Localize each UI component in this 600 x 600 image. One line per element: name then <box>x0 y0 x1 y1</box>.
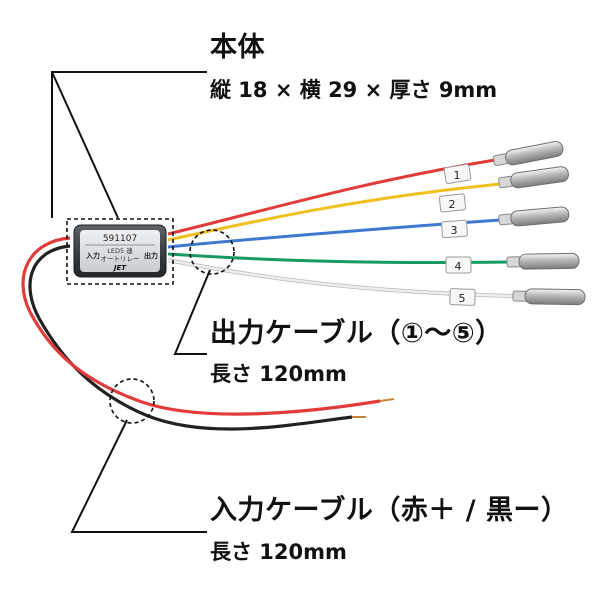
output-wire-2 <box>167 182 501 242</box>
wire-marker-5: 5 <box>449 288 476 306</box>
input-callout-title: 入力ケーブル（赤＋ / 黒ー） <box>210 495 569 526</box>
wire-number-2: 2 <box>449 198 456 211</box>
connectors <box>492 140 586 306</box>
input-wire-black <box>28 244 353 431</box>
body-callout-title: 本体 <box>210 32 265 63</box>
module-right-label: 出力 <box>144 251 158 260</box>
input-callout-line <box>70 419 207 533</box>
wire-marker-1: 1 <box>443 163 472 184</box>
input-cable-highlight <box>109 378 155 424</box>
body-callout-line-2 <box>51 71 119 219</box>
body-callout-line <box>51 71 207 218</box>
wire-number-1: 1 <box>454 169 461 182</box>
wire-number-5: 5 <box>459 292 466 305</box>
output-callout-title: 出力ケーブル（①〜⑤） <box>210 318 503 349</box>
input-wire-red <box>21 236 381 416</box>
input-wire-end-red <box>379 398 395 402</box>
wire-marker-4: 4 <box>445 256 472 274</box>
wire-number-4: 4 <box>455 260 462 273</box>
module-model: 591107 <box>103 234 137 244</box>
connector-1 <box>492 140 564 167</box>
module-label <box>80 230 160 272</box>
wire-markers: 1 2 3 4 5 <box>438 163 476 306</box>
connector-4 <box>506 252 580 270</box>
output-cable-highlight <box>189 229 235 275</box>
relay-module: 591107 入力 出力 LED5 連 オートリレー JET <box>66 218 174 285</box>
input-callout-subtitle: 長さ 120mm <box>210 540 347 564</box>
module-left-label: 入力 <box>85 251 100 260</box>
wire-marker-3: 3 <box>441 219 468 239</box>
connector-3 <box>498 206 570 227</box>
module-name-line-1: LED5 連 <box>107 246 133 255</box>
module-dashed-outline <box>66 218 174 285</box>
body-callout-subtitle: 縦 18 × 横 29 × 厚さ 9mm <box>210 78 498 102</box>
connector-2 <box>498 166 569 189</box>
wire-number-3: 3 <box>451 224 458 237</box>
output-callout-subtitle: 長さ 120mm <box>210 362 347 386</box>
wire-marker-2: 2 <box>438 193 467 213</box>
output-wire-1 <box>167 158 496 236</box>
module-brand: JET <box>112 264 127 272</box>
input-cable <box>21 236 395 431</box>
connector-5 <box>512 288 586 306</box>
module-name-line-2: オートリレー <box>101 255 140 263</box>
output-callout-line <box>173 269 211 355</box>
